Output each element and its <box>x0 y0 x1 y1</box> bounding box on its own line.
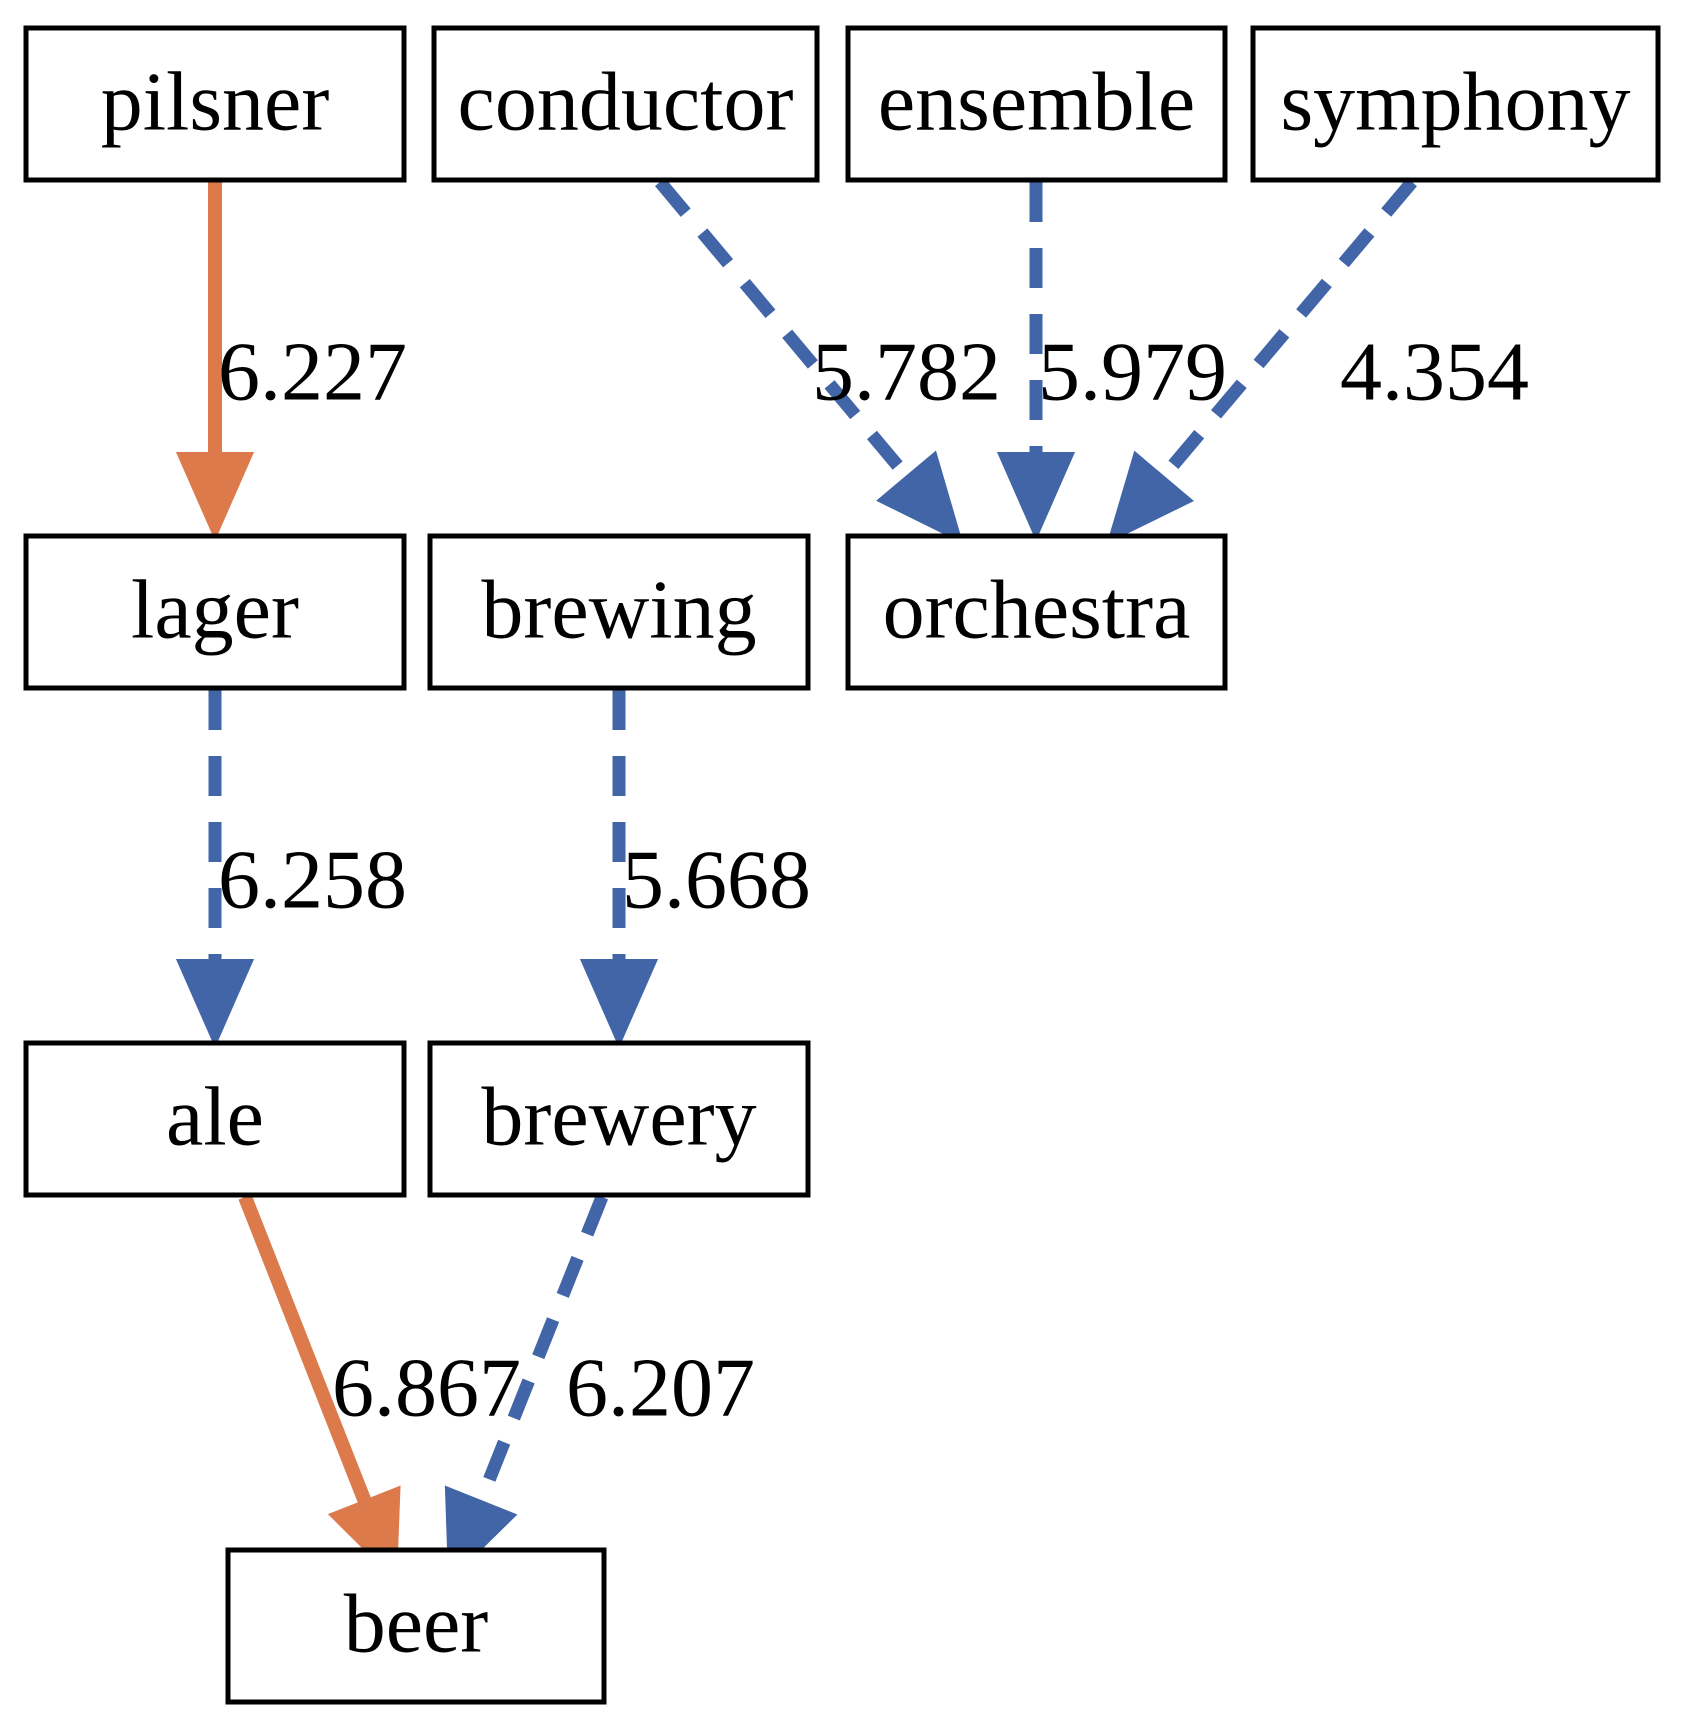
node-label: lager <box>131 563 299 656</box>
node-label: brewery <box>481 1070 756 1163</box>
node-label: pilsner <box>101 55 330 148</box>
edge-weight-label: 5.979 <box>1038 325 1227 418</box>
edge-ale-beer: 6.867 <box>238 1194 521 1583</box>
node-orchestra: orchestra <box>845 533 1228 691</box>
node-box <box>845 25 1228 183</box>
arrowhead-icon <box>175 452 255 541</box>
node-symphony: symphony <box>1250 25 1661 183</box>
edge-weight-label: 6.867 <box>332 1341 521 1434</box>
edge-brewing-brewery: 5.668 <box>579 690 811 1048</box>
node-box <box>427 533 811 691</box>
edge-weight-label: 5.668 <box>622 833 811 926</box>
edge-weight-label: 6.258 <box>218 833 407 926</box>
edge-weight-label: 6.227 <box>218 325 407 418</box>
node-ale: ale <box>23 1040 407 1198</box>
node-beer: beer <box>225 1547 607 1705</box>
edge-line <box>474 1194 609 1505</box>
arrowhead-icon <box>175 959 255 1048</box>
node-lager: lager <box>23 533 407 691</box>
edge-symphony-orchestra: 4.354 <box>1106 177 1529 544</box>
edge-conductor-orchestra: 5.782 <box>655 177 1001 544</box>
node-label: ale <box>166 1070 264 1163</box>
node-box <box>431 25 820 183</box>
node-box <box>225 1547 607 1705</box>
node-box <box>23 1040 407 1198</box>
arrowhead-icon <box>1106 450 1195 544</box>
edge-pilsner-lager: 6.227 <box>175 182 407 541</box>
node-label: brewing <box>481 563 756 656</box>
edge-line <box>238 1194 372 1505</box>
edges-layer: 6.227 5.782 5.979 4.354 6.258 5.668 6.867 6.207 <box>175 177 1529 1583</box>
node-label: symphony <box>1280 55 1630 148</box>
node-label: conductor <box>458 55 794 148</box>
node-box <box>23 25 407 183</box>
node-label: ensemble <box>878 55 1195 148</box>
node-ensemble: ensemble <box>845 25 1228 183</box>
node-label: orchestra <box>883 563 1191 656</box>
arrowhead-icon <box>996 452 1076 541</box>
node-box <box>427 1040 811 1198</box>
nodes-layer: pilsner conductor ensemble symphony lager bre… <box>23 25 1661 1705</box>
node-box <box>845 533 1228 691</box>
node-conductor: conductor <box>431 25 820 183</box>
edge-weight-label: 5.782 <box>812 325 1001 418</box>
node-pilsner: pilsner <box>23 25 407 183</box>
edge-weight-label: 4.354 <box>1340 325 1529 418</box>
arrowhead-icon <box>579 959 659 1048</box>
arrowhead-icon <box>876 450 964 544</box>
node-brewery: brewery <box>427 1040 811 1198</box>
edge-lager-ale: 6.258 <box>175 690 407 1048</box>
node-brewing: brewing <box>427 533 811 691</box>
node-box <box>23 533 407 691</box>
edge-weight-label: 6.207 <box>566 1341 755 1434</box>
edge-ensemble-orchestra: 5.979 <box>996 182 1227 541</box>
node-label: beer <box>344 1577 489 1670</box>
node-box <box>1250 25 1661 183</box>
